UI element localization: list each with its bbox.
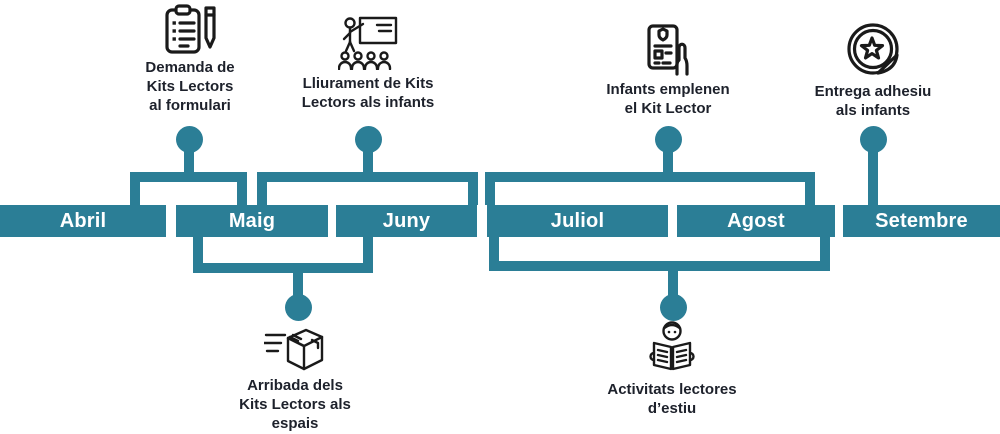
- connector-stem: [184, 138, 194, 172]
- hand-holding-form-icon: [580, 24, 756, 76]
- clipboard-checklist-pencil-icon: [112, 4, 268, 54]
- month-label: Maig: [228, 209, 276, 232]
- month-label: Juliol: [550, 209, 605, 232]
- event-label: Demanda de Kits Lectors al formulari: [145, 59, 235, 114]
- range-bracket-top-emplenen: [485, 172, 815, 205]
- month-segment-maig: Maig: [176, 205, 328, 237]
- connector-stem: [293, 272, 303, 300]
- milestone-dot: [355, 126, 382, 153]
- event-label: Infants emplenen el Kit Lector: [606, 81, 730, 117]
- connector-stem: [663, 138, 673, 172]
- event-infants-emplenen: Infants emplenen el Kit Lector: [580, 24, 756, 118]
- month-segment-abril: Abril: [0, 205, 166, 237]
- event-label: Lliurament de Kits Lectors als infants: [301, 75, 435, 111]
- month-label: Juny: [382, 209, 431, 232]
- event-label: Entrega adhesiu als infants: [814, 83, 932, 119]
- month-label: Setembre: [875, 209, 968, 232]
- month-segment-setembre: Setembre: [843, 205, 1000, 237]
- milestone-dot: [660, 294, 687, 321]
- star-sticker-icon: [785, 22, 961, 78]
- range-bracket-top-lliurament: [257, 172, 478, 205]
- milestone-dot: [285, 294, 312, 321]
- connector-stem: [668, 270, 678, 300]
- month-label: Abril: [59, 209, 107, 232]
- event-label: Arribada dels Kits Lectors als espais: [239, 377, 351, 432]
- month-segment-juliol: Juliol: [487, 205, 668, 237]
- month-segment-agost: Agost: [677, 205, 835, 237]
- month-label: Agost: [727, 209, 785, 232]
- event-lliurament-kits: Lliurament de Kits Lectors als infants: [280, 16, 456, 112]
- presenter-audience-icon: [280, 16, 456, 70]
- event-activitats-lectores: Activitats lectores d’estiu: [584, 320, 760, 418]
- range-bracket-top-demanda: [130, 172, 247, 205]
- event-demanda-kits: Demanda de Kits Lectors al formulari: [112, 4, 268, 115]
- milestone-dot: [860, 126, 887, 153]
- milestone-dot: [655, 126, 682, 153]
- event-arribada-kits: Arribada dels Kits Lectors als espais: [217, 326, 373, 433]
- range-bracket-bottom-activitats: [489, 237, 830, 271]
- connector-stem: [363, 138, 373, 172]
- person-reading-icon: [584, 320, 760, 376]
- event-label: Activitats lectores d’estiu: [607, 381, 737, 417]
- milestone-dot: [176, 126, 203, 153]
- fast-shipping-box-icon: [217, 326, 373, 372]
- range-bracket-bottom-arribada: [193, 237, 373, 273]
- event-entrega-adhesiu: Entrega adhesiu als infants: [785, 22, 961, 120]
- connector-stem-setembre: [868, 138, 878, 205]
- month-segment-juny: Juny: [336, 205, 477, 237]
